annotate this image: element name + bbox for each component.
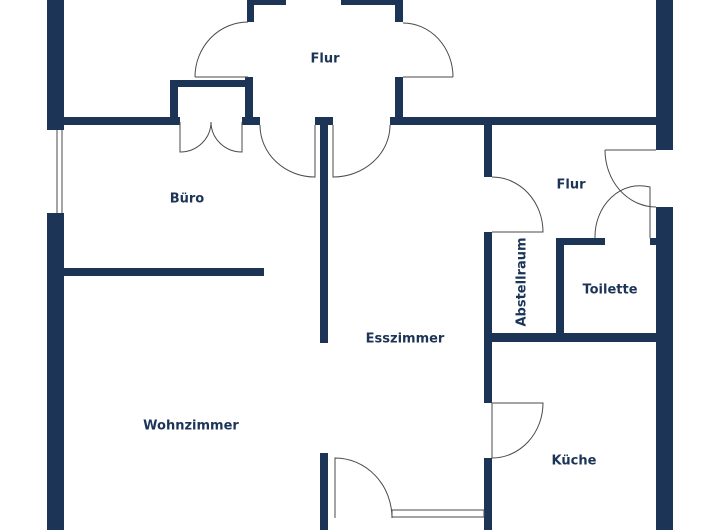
room-label-abstellraum: Abstellraum [515,237,530,326]
room-label-esszimmer: Esszimmer [366,332,445,347]
room-label-toilette: Toilette [582,283,637,298]
doors [179,21,657,519]
room-label-flur-right: Flur [556,178,586,193]
room-label-wohnzimmer: Wohnzimmer [143,419,239,434]
room-label-kueche: Küche [552,454,597,469]
room-label-flur-top: Flur [310,52,340,67]
walls [47,0,673,530]
room-label-buero: Büro [170,192,205,207]
room-labels: Flur Büro Flur Abstellraum Toilette Essz… [143,52,638,469]
windows [56,130,485,518]
